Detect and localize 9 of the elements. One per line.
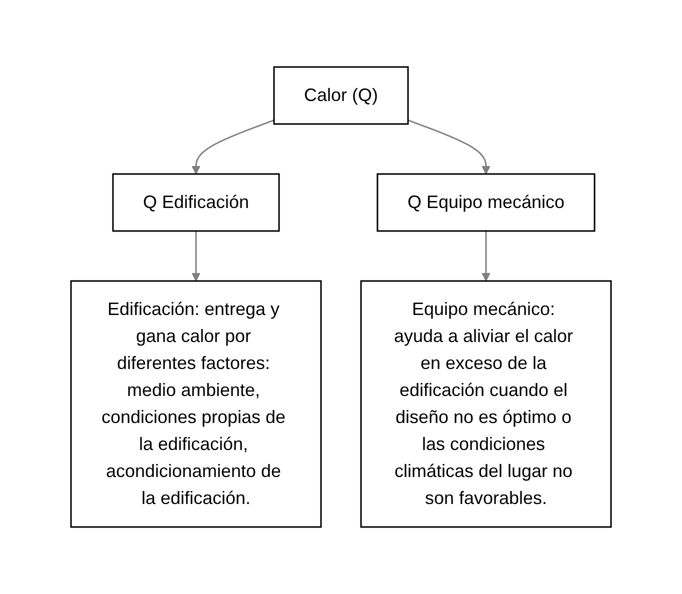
arrow (192, 120, 274, 174)
node-box: Q Edificación (112, 173, 280, 232)
arrow (192, 231, 200, 282)
node-box: Edificación: entrega y gana calor por diferentes factores: medio ambiente, condiciones propias de la edificación, acondicionamiento de la edificación. (70, 280, 322, 528)
arrow (482, 231, 490, 282)
node-box: Q Equipo mecánico (376, 173, 596, 232)
node-box: Calor (Q) (273, 66, 409, 125)
node-box: Equipo mecánico: ayuda a aliviar el calor en exceso de la edificación cuando el diseño no es óptimo o las condiciones climáticas del lugar no son favorables. (360, 280, 612, 528)
arrow (408, 120, 490, 174)
